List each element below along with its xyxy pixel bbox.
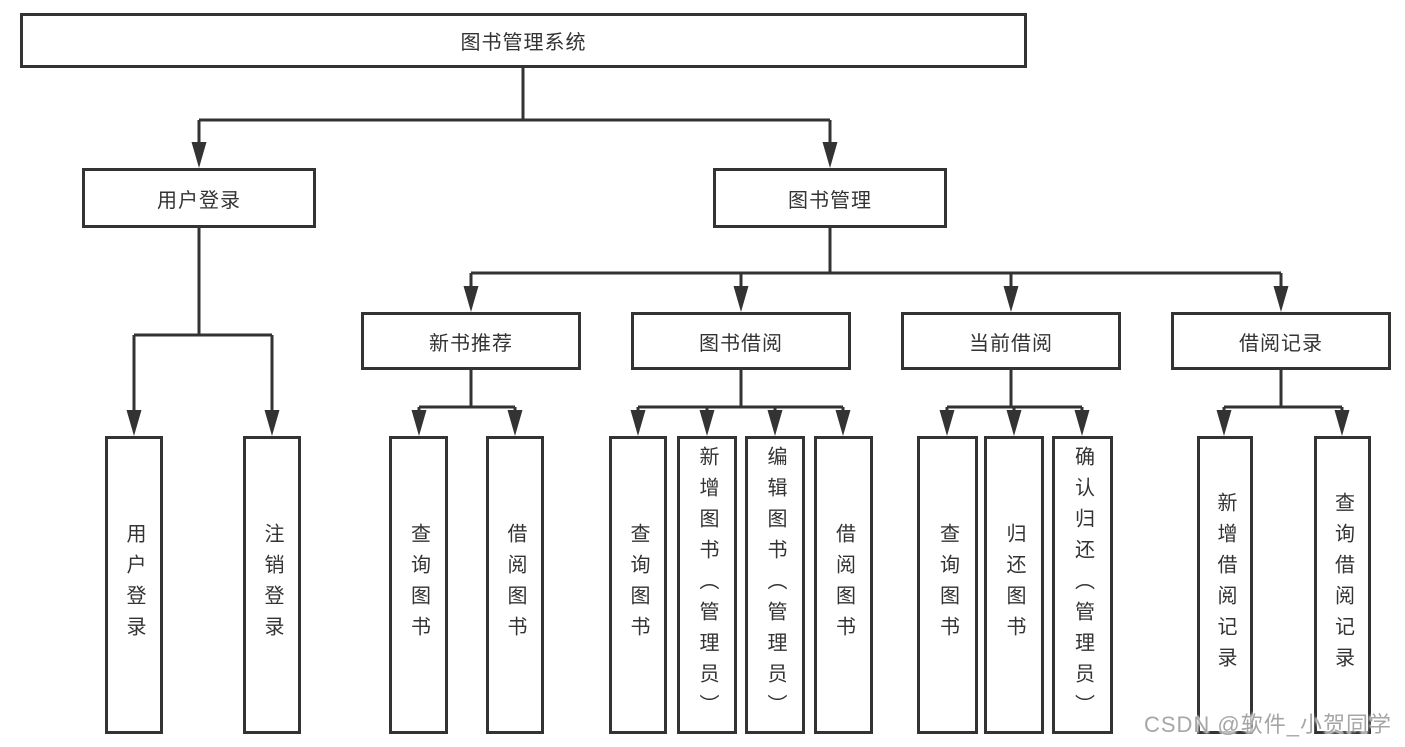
- node-user-login-label: 用户登录: [157, 189, 241, 212]
- arrow-down-icon: [699, 410, 715, 436]
- arrow-down-icon: [939, 410, 955, 436]
- leaf-edit-book-admin: 编辑图书（管理员）: [745, 436, 805, 734]
- leaf-borrow-books-recommend: 借阅图书: [486, 436, 544, 734]
- arrow-down-icon: [1273, 286, 1289, 312]
- arrow-down-icon: [1334, 410, 1350, 436]
- leaf-user-login-label: 用户登录: [123, 523, 145, 647]
- arrow-down-icon: [1006, 410, 1022, 436]
- node-new-book-recommend-label: 新书推荐: [429, 332, 513, 355]
- leaf-query-books-recommend: 查询图书: [389, 436, 448, 734]
- leaf-return-book: 归还图书: [984, 436, 1044, 734]
- arrow-down-icon: [126, 410, 142, 436]
- arrow-down-icon: [463, 286, 479, 312]
- leaf-add-book-admin-label: 新增图书（管理员）: [696, 445, 718, 725]
- node-root-label: 图书管理系统: [460, 32, 587, 54]
- node-borrowing-records: 借阅记录: [1171, 312, 1391, 370]
- arrow-down-icon: [1216, 410, 1232, 436]
- node-book-management: 图书管理: [713, 168, 947, 228]
- leaf-query-borrow-record-label: 查询借阅记录: [1331, 492, 1354, 678]
- arrow-down-icon: [630, 410, 646, 436]
- leaf-confirm-return-admin: 确认归还（管理员）: [1052, 436, 1113, 734]
- arrow-down-icon: [507, 410, 523, 436]
- leaf-borrow-books-borrowing: 借阅图书: [814, 436, 873, 734]
- node-current-borrowing-label: 当前借阅: [969, 332, 1053, 355]
- node-book-borrowing-label: 图书借阅: [699, 332, 783, 355]
- arrow-down-icon: [822, 142, 838, 168]
- node-new-book-recommend: 新书推荐: [361, 312, 581, 370]
- leaf-query-books-current: 查询图书: [917, 436, 978, 734]
- arrow-down-icon: [1074, 410, 1090, 436]
- arrow-down-icon: [1003, 286, 1019, 312]
- arrow-down-icon: [191, 142, 207, 168]
- leaf-borrow-books-recommend-label: 借阅图书: [504, 523, 526, 647]
- leaf-add-borrow-record: 新增借阅记录: [1197, 436, 1253, 734]
- leaf-confirm-return-admin-label: 确认归还（管理员）: [1071, 445, 1094, 725]
- leaf-borrow-books-borrowing-label: 借阅图书: [832, 523, 855, 647]
- arrowhead-icons: [126, 142, 1350, 436]
- leaf-logout: 注销登录: [243, 436, 301, 734]
- arrow-down-icon: [733, 286, 749, 312]
- arrow-down-icon: [264, 410, 280, 436]
- leaf-edit-book-admin-label: 编辑图书（管理员）: [764, 445, 786, 725]
- leaf-query-books-borrowing: 查询图书: [609, 436, 667, 734]
- leaf-add-borrow-record-label: 新增借阅记录: [1214, 492, 1236, 678]
- leaf-return-book-label: 归还图书: [1003, 523, 1025, 647]
- leaf-query-books-current-label: 查询图书: [936, 523, 959, 647]
- leaf-logout-label: 注销登录: [261, 523, 283, 647]
- node-root: 图书管理系统: [20, 13, 1027, 68]
- csdn-watermark: CSDN @软件_小贺同学: [1143, 712, 1392, 737]
- node-current-borrowing: 当前借阅: [901, 312, 1121, 370]
- arrow-down-icon: [835, 410, 851, 436]
- node-borrowing-records-label: 借阅记录: [1239, 332, 1323, 355]
- node-book-management-label: 图书管理: [788, 189, 872, 212]
- arrow-down-icon: [411, 410, 427, 436]
- leaf-query-books-recommend-label: 查询图书: [407, 523, 430, 647]
- leaf-query-borrow-record: 查询借阅记录: [1314, 436, 1371, 734]
- leaf-query-books-borrowing-label: 查询图书: [627, 523, 649, 647]
- leaf-add-book-admin: 新增图书（管理员）: [677, 436, 737, 734]
- node-book-borrowing: 图书借阅: [631, 312, 851, 370]
- leaf-user-login: 用户登录: [105, 436, 163, 734]
- node-user-login: 用户登录: [82, 168, 316, 228]
- arrow-down-icon: [767, 410, 783, 436]
